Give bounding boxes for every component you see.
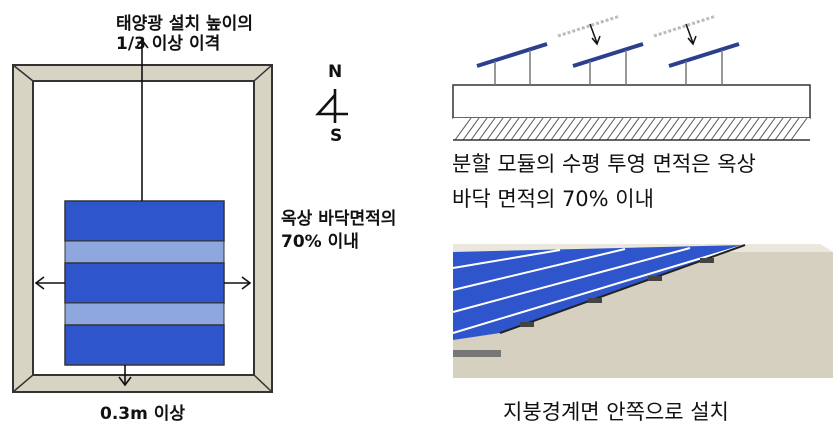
side-view-caption-line1: 분할 모듈의 수평 투영 면적은 옥상 — [452, 152, 756, 176]
module-row-2 — [64, 262, 225, 304]
roof-edge-diagram — [452, 244, 833, 378]
compass-south-label: S — [330, 126, 343, 146]
compass-north-label: N — [328, 62, 343, 82]
module-gap-1 — [64, 240, 225, 264]
edge-distance-label: 0.3m 이상 — [100, 404, 186, 424]
side-elevation-diagram — [452, 14, 811, 141]
sun-ray-1 — [557, 14, 621, 46]
clearance-arrows — [34, 38, 252, 387]
area-limit-label-line2: 70% 이내 — [281, 232, 359, 252]
compass-icon — [315, 89, 348, 123]
module-gap-2 — [64, 302, 225, 326]
mount-brackets — [520, 258, 714, 327]
sun-ray-2 — [653, 14, 717, 46]
tilted-panel-3 — [668, 42, 740, 85]
clearance-label-line1: 태양광 설치 높이의 — [116, 14, 253, 34]
area-limit-label-line1: 옥상 바닥면적의 — [281, 209, 397, 229]
tilted-panel-1 — [476, 42, 548, 85]
module-row-1 — [64, 200, 225, 242]
side-view-caption-line2: 바닥 면적의 70% 이내 — [452, 187, 654, 211]
ground-hatch — [454, 117, 808, 141]
roof-edge-curb — [453, 350, 501, 357]
module-cell-lines — [452, 244, 746, 334]
solar-module-surface — [453, 245, 745, 340]
clearance-label-line2: 1/3 이상 이격 — [116, 34, 221, 54]
module-row-3 — [64, 324, 225, 366]
tilted-panel-2 — [572, 42, 644, 85]
edge-view-caption: 지붕경계면 안쪽으로 설치 — [503, 400, 729, 424]
